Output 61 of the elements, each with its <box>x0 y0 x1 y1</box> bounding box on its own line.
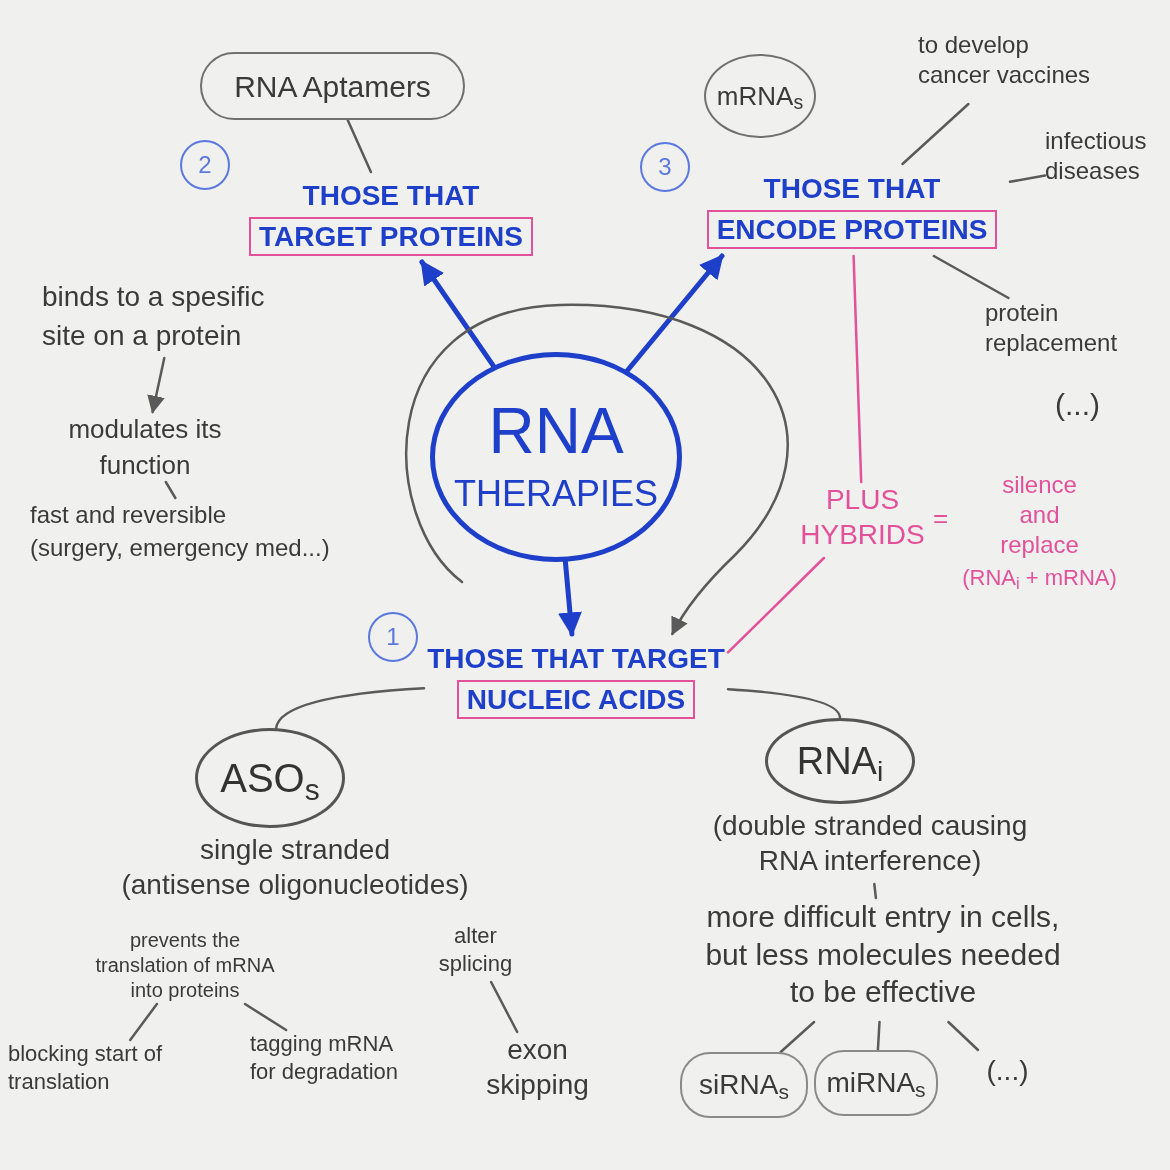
connector-line <box>726 687 842 720</box>
connector-line <box>489 980 519 1034</box>
note-text: (antisense oligonucleotides) <box>121 868 469 902</box>
note-text: infectious diseases <box>1045 126 1163 204</box>
connector-line <box>876 1020 881 1052</box>
note-text: blocking start of translation <box>8 1040 208 1100</box>
note-text: tagging mRNA for degradation <box>250 1030 420 1092</box>
arrow <box>558 559 582 637</box>
callout-number: 1 <box>368 612 418 662</box>
connector-line <box>726 556 826 654</box>
connector-line <box>164 480 177 500</box>
connector-line <box>779 1020 816 1054</box>
connector-line <box>274 686 426 730</box>
note-text: more difficult entry in cells, but less molecules needed to be effective <box>696 898 1070 1022</box>
note-text: (surgery, emergency med...) <box>30 533 330 563</box>
note-text: PLUS HYBRIDS <box>795 482 930 558</box>
connector-line <box>947 1020 980 1052</box>
note-text: binds to a spesific site on a protein <box>42 278 304 358</box>
note-text: prevents the translation of mRNA into proteins <box>95 928 275 1004</box>
connector-line <box>346 118 373 174</box>
connector-line <box>243 1002 288 1032</box>
note-text: silence and replace <box>999 470 1080 560</box>
highlighted-heading: NUCLEIC ACIDS <box>456 680 696 719</box>
note-text: (...) <box>1030 382 1125 430</box>
note-text: modulates its function <box>50 412 240 482</box>
topic-subtitle: THERAPIES <box>453 471 658 516</box>
heading-text: THOSE THAT TARGET <box>427 642 725 676</box>
arrow <box>147 356 166 414</box>
term-bubble: RNA Aptamers <box>200 52 465 120</box>
arrow <box>624 253 725 373</box>
note-text: to develop cancer vaccines <box>918 30 1100 104</box>
note-text: single stranded <box>200 833 390 867</box>
connector-line <box>873 882 878 900</box>
topic-circle <box>430 352 682 562</box>
note-text: (double stranded causing RNA interference) <box>690 808 1050 884</box>
topic-title: RNA <box>488 398 624 463</box>
note-text: exon skipping <box>465 1032 610 1110</box>
note-text: fast and reversible <box>30 500 227 530</box>
callout-number: 3 <box>640 142 690 192</box>
arrow <box>419 259 496 369</box>
term-bubble: siRNA$_{s}$ <box>680 1052 808 1118</box>
heading-text: THOSE THAT <box>763 172 941 206</box>
note-text: (...) <box>965 1050 1050 1106</box>
connector-line <box>128 1002 159 1042</box>
heading-text: THOSE THAT <box>302 179 480 213</box>
note-text: protein replacement <box>985 298 1160 370</box>
equals-sign: = <box>933 505 949 531</box>
term-bubble: miRNA$_{s}$ <box>814 1050 938 1116</box>
connector-line <box>932 254 1010 300</box>
term-bubble: RNA$_{i}$ <box>765 718 915 804</box>
term-bubble: ASO$_{s}$ <box>195 728 345 828</box>
highlighted-heading: TARGET PROTEINS <box>249 217 533 256</box>
highlighted-heading: ENCODE PROTEINS <box>706 210 998 249</box>
curved-arrow <box>405 303 789 636</box>
connector-line <box>1008 174 1047 184</box>
note-text: (RNA$_{i}$ + mRNA) <box>962 564 1117 592</box>
callout-number: 2 <box>180 140 230 190</box>
note-text: alter splicing <box>428 922 523 982</box>
connector-line <box>852 254 863 484</box>
connector-line <box>901 102 970 166</box>
term-bubble: mRNA$_{s}$ <box>704 54 816 138</box>
